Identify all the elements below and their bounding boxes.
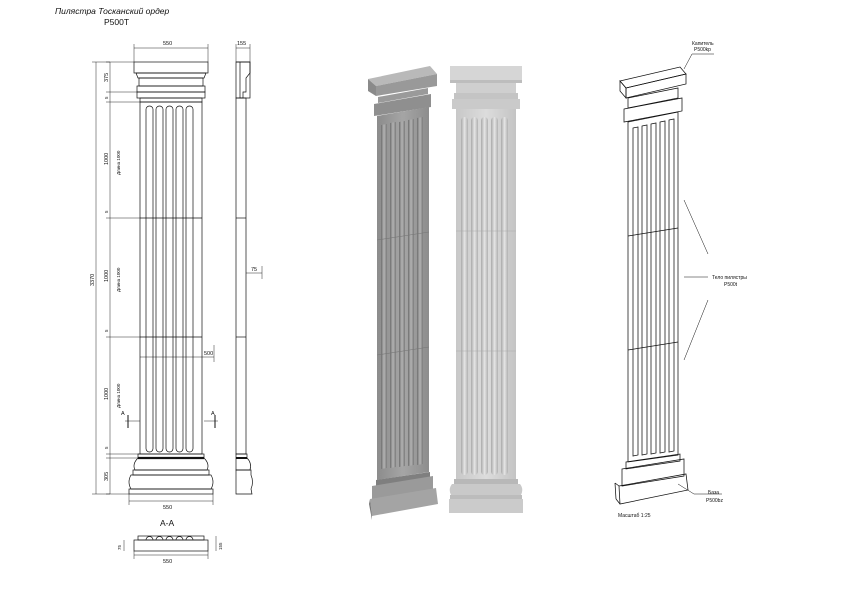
- wireframe-flutes: [632, 118, 675, 457]
- render-view-front: [449, 66, 523, 513]
- height-label: 5: [104, 446, 109, 449]
- render-view-angled: [368, 66, 438, 520]
- height-label: 1000: [104, 153, 110, 165]
- callout-capital-name: Капитель: [692, 41, 714, 47]
- section-view: [123, 535, 217, 559]
- section-marker-left: А: [121, 411, 125, 417]
- drawing-code: P500T: [104, 17, 129, 27]
- wireframe-view: [614, 53, 722, 505]
- front-view-dimensions: [92, 44, 218, 505]
- scale-note: Масштаб 1:25: [618, 513, 651, 519]
- body-note: Длина 1000: [116, 383, 121, 408]
- render-flutes-front: [461, 117, 508, 475]
- callout-capital-code: P500kp: [694, 47, 711, 53]
- section-depth-left: 75: [117, 544, 122, 550]
- side-depth-mid: 75: [251, 267, 257, 273]
- callout-body-code: P500t: [724, 282, 738, 288]
- side-depth-top: 155: [237, 41, 246, 47]
- body-note: Длина 1000: [116, 267, 121, 292]
- height-label: 5: [104, 96, 109, 99]
- front-base-width: 550: [163, 505, 172, 511]
- height-label: 375: [104, 73, 110, 82]
- height-label: 1000: [104, 270, 110, 282]
- callout-base-name: База: [708, 490, 719, 496]
- callout-base-code: P500bz: [706, 498, 723, 504]
- render-flutes-angled: [381, 117, 423, 469]
- body-note: Длина 1000: [116, 150, 121, 175]
- side-view: [235, 44, 263, 495]
- callout-body-name: Тело пилястры: [712, 275, 747, 281]
- section-depth-right: 155: [218, 542, 223, 550]
- drawing-title: Пилястра Тосканский ордер: [55, 6, 170, 16]
- section-label: А-А: [160, 518, 175, 528]
- section-width: 550: [163, 559, 172, 565]
- front-view: [128, 61, 214, 495]
- total-height-label: 3370: [90, 274, 96, 286]
- height-label: 305: [104, 472, 110, 481]
- height-label: 5: [104, 329, 109, 332]
- height-label: 5: [104, 210, 109, 213]
- front-top-width: 550: [163, 41, 172, 47]
- height-label: 1000: [104, 388, 110, 400]
- front-mid-width: 500: [204, 351, 213, 357]
- section-marker-right: А: [211, 411, 215, 417]
- front-height-labels: 375 5 1000 5 1000 5 1000 5 305 3370 Длин…: [90, 73, 121, 481]
